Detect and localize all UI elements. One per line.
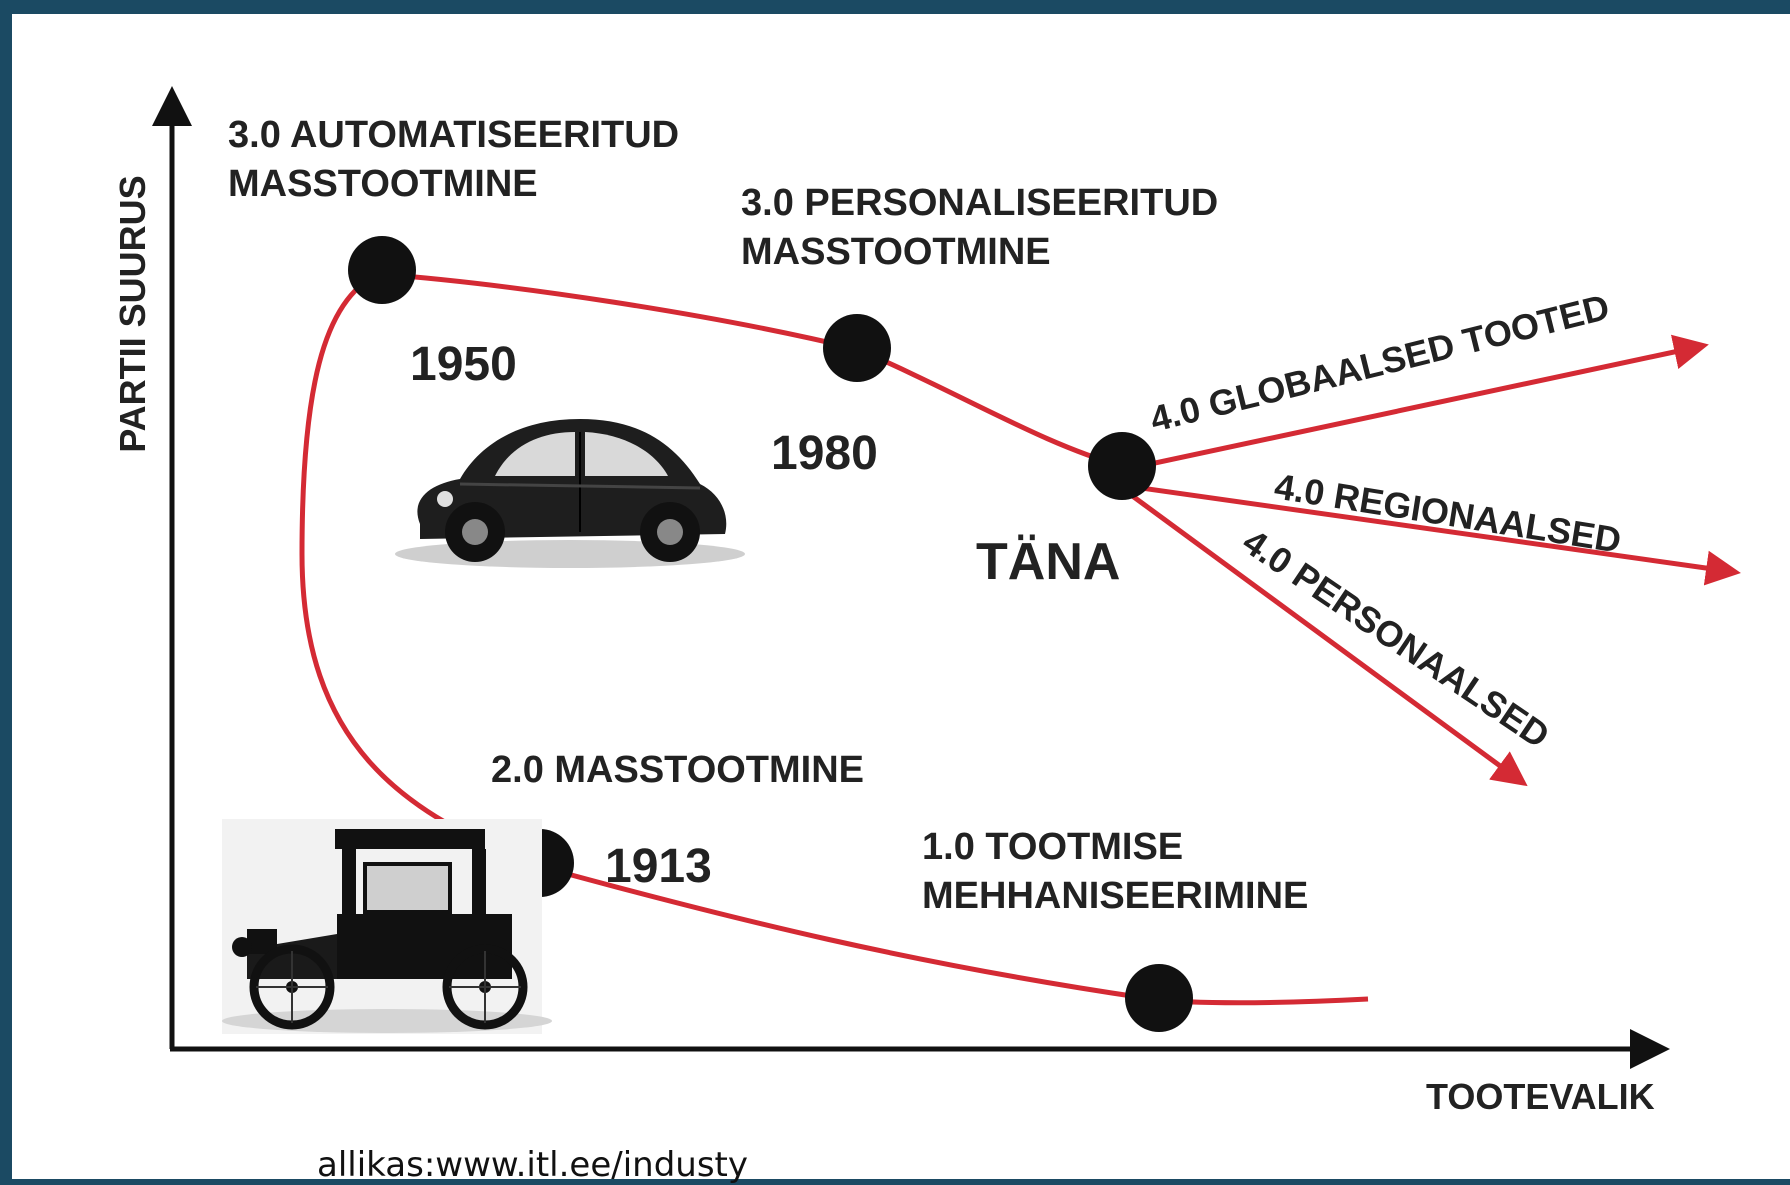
- today-label: TÄNA: [976, 533, 1120, 591]
- y-axis-label: PARTII SUURUS: [112, 175, 153, 452]
- mechanisation-label: 1.0 TOOTMISE MEHHANISEERIMINE: [922, 826, 1308, 917]
- milestone-dot-mechanisation: [1125, 964, 1193, 1032]
- automated-mass-label: 3.0 AUTOMATISEERITUD MASSTOOTMINE: [228, 114, 690, 205]
- milestone-dot-1950: [348, 236, 416, 304]
- source-citation: allikas:www.itl.ee/industy: [317, 1145, 748, 1185]
- model-t-car-icon: [222, 819, 552, 1034]
- year-1980: 1980: [771, 427, 878, 480]
- evolution-diagram: PARTII SUURUS TOOTEVALIK 3.0 AUTOMATISEE…: [12, 14, 1790, 1179]
- personalised-mass-label: 3.0 PERSONALISEERITUD MASSTOOTMINE: [741, 182, 1229, 273]
- vw-beetle-car-icon: [395, 419, 745, 568]
- milestone-dot-1980: [823, 314, 891, 382]
- year-1913: 1913: [605, 840, 712, 893]
- milestone-dot-today: [1088, 432, 1156, 500]
- x-axis-label: TOOTEVALIK: [1426, 1076, 1655, 1117]
- year-1950: 1950: [410, 338, 517, 391]
- branch-regional-label: 4.0 REGIONAALSED: [1272, 465, 1624, 560]
- branch-personal-label: 4.0 PERSONAALSED: [1236, 521, 1557, 756]
- slide: PARTII SUURUS TOOTEVALIK 3.0 AUTOMATISEE…: [12, 14, 1790, 1179]
- mass-production-label: 2.0 MASSTOOTMINE: [491, 749, 864, 791]
